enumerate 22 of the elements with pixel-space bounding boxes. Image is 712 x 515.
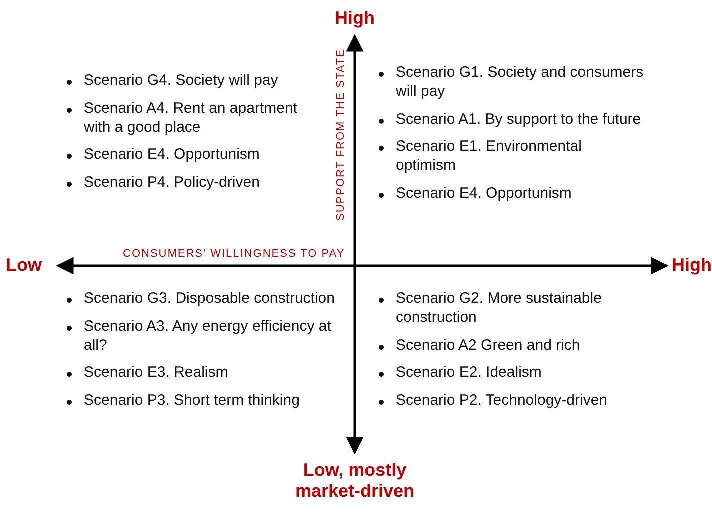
scenario-text: Scenario E1. Environmental optimism xyxy=(396,138,582,174)
scenario-text: Scenario A1. By support to the future xyxy=(396,110,642,128)
scenario-text: Scenario A2 Green and rich xyxy=(396,336,580,354)
scenario-text: Scenario E4. Opportunism xyxy=(84,146,260,164)
scenario-text: Scenario G4. Society will pay xyxy=(84,72,278,89)
axis-end-label: Low xyxy=(6,255,42,276)
scenario-text: Scenario G1. Society and consumers will pay xyxy=(396,64,644,100)
scenario-text: Scenario G3. Disposable construction xyxy=(84,290,335,307)
scenario-text: Scenario A4. Rent an apartment with a good place xyxy=(84,100,298,136)
axis-title: CONSUMERS’ WILLINGNESS TO PAY xyxy=(123,248,346,260)
axis-end-label: High xyxy=(672,255,712,276)
axis-end-label: Low, mostly market-driven xyxy=(294,460,416,502)
scenario-text: Scenario G2. More sustainable construction xyxy=(396,290,602,326)
scenario-text: Scenario P3. Short term thinking xyxy=(84,392,300,409)
scenario-text: Scenario P4. Policy-driven xyxy=(84,174,260,191)
scenario-text: Scenario E3. Realism xyxy=(84,364,228,382)
scenario-text: Scenario E2. Idealism xyxy=(396,364,542,382)
scenario-text: Scenario E4. Opportunism xyxy=(396,184,572,202)
axis-end-label: High xyxy=(334,8,376,29)
axis-title: SUPPORT FROM THE STATE xyxy=(335,51,347,221)
scenario-text: Scenario P2. Technology-driven xyxy=(396,392,608,409)
scenario-text: Scenario A3. Any energy efficiency at all? xyxy=(84,318,332,354)
